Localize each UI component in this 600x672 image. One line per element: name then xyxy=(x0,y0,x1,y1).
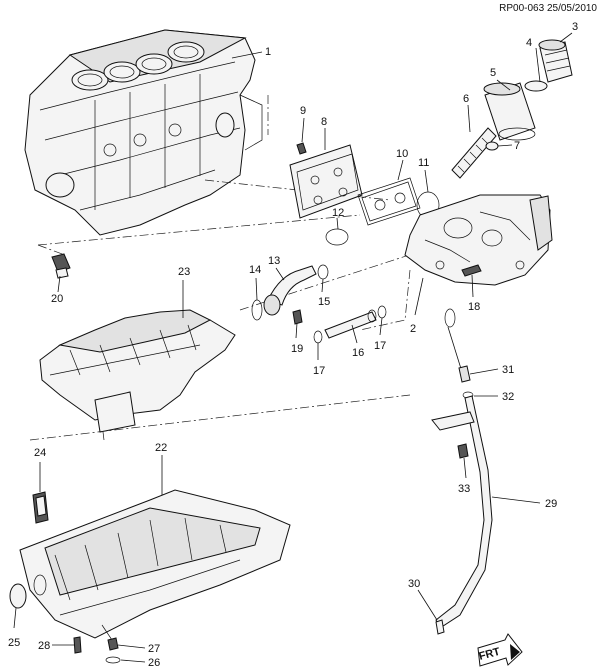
callout-32: 32 xyxy=(502,391,514,403)
callout-24: 24 xyxy=(34,447,46,459)
callout-22: 22 xyxy=(155,442,167,454)
callout-5: 5 xyxy=(490,67,496,79)
pipe-seal-ring-14 xyxy=(251,299,263,321)
pipe-seal-ring-15 xyxy=(317,264,329,280)
callout-9: 9 xyxy=(300,105,306,117)
callout-25: 25 xyxy=(8,637,20,649)
callout-1: 1 xyxy=(265,46,271,58)
oil-level-sensor xyxy=(32,491,49,524)
oil-filter-element xyxy=(483,82,536,141)
front-arrow-label: FRT xyxy=(478,646,502,663)
callout-31: 31 xyxy=(502,364,514,376)
callout-12: 12 xyxy=(332,207,344,219)
callout-19: 19 xyxy=(291,343,303,355)
oil-filter-housing xyxy=(404,194,553,286)
coolant-outlet-pipe xyxy=(263,265,317,316)
drain-seal-25 xyxy=(9,583,27,609)
diagram-code: RP00-063 25/05/2010 xyxy=(499,3,597,14)
oil-dipstick xyxy=(444,308,471,383)
callout-17a: 17 xyxy=(313,365,325,377)
callout-2: 2 xyxy=(410,323,416,335)
dipstick-tube-bolt-33 xyxy=(457,443,469,459)
callout-13: 13 xyxy=(268,255,280,267)
callout-7: 7 xyxy=(514,140,520,152)
callout-23: 23 xyxy=(178,266,190,278)
callout-17b: 17 xyxy=(374,340,386,352)
pipe-seal-ring-17b xyxy=(377,305,387,319)
callout-18: 18 xyxy=(468,301,480,313)
callout-15: 15 xyxy=(318,296,330,308)
callout-11: 11 xyxy=(418,157,429,169)
valve-seal-ring xyxy=(485,141,499,151)
pipe-bolt-19 xyxy=(292,309,303,325)
housing-bolt xyxy=(461,264,482,277)
callout-26: 26 xyxy=(148,657,160,669)
callout-4: 4 xyxy=(526,37,532,49)
crankcase-bedplate xyxy=(39,309,236,441)
callout-6: 6 xyxy=(463,93,469,105)
oil-filter-drain-valve xyxy=(451,127,497,179)
callout-29: 29 xyxy=(545,498,557,510)
oil-pressure-switch xyxy=(51,253,71,279)
cooler-gasket xyxy=(357,177,421,226)
callout-3: 3 xyxy=(572,21,578,33)
seal-ring-12 xyxy=(325,228,349,246)
front-direction-arrow: FRT xyxy=(477,633,523,667)
callout-14: 14 xyxy=(249,264,261,276)
callout-30: 30 xyxy=(408,578,420,590)
callout-33: 33 xyxy=(458,483,470,495)
oil-cooler xyxy=(289,144,363,219)
cooler-bolt xyxy=(296,142,307,155)
callout-8: 8 xyxy=(321,116,327,128)
drain-washer-26 xyxy=(105,656,121,664)
callout-27: 27 xyxy=(148,643,160,655)
drain-plug-27 xyxy=(107,637,119,651)
callout-10: 10 xyxy=(396,148,408,160)
oil-pan xyxy=(19,489,291,641)
cylinder-block xyxy=(24,29,263,236)
pipe-seal-ring-17a xyxy=(313,330,323,344)
cap-seal-ring xyxy=(524,80,548,92)
oil-filter-cap xyxy=(538,39,573,83)
callout-20: 20 xyxy=(51,293,63,305)
callout-16: 16 xyxy=(352,347,364,359)
oil-pan-bolt-28 xyxy=(73,636,82,654)
dipstick-tube xyxy=(431,395,493,635)
callout-28: 28 xyxy=(38,640,50,652)
coolant-bypass-pipe xyxy=(324,309,377,339)
